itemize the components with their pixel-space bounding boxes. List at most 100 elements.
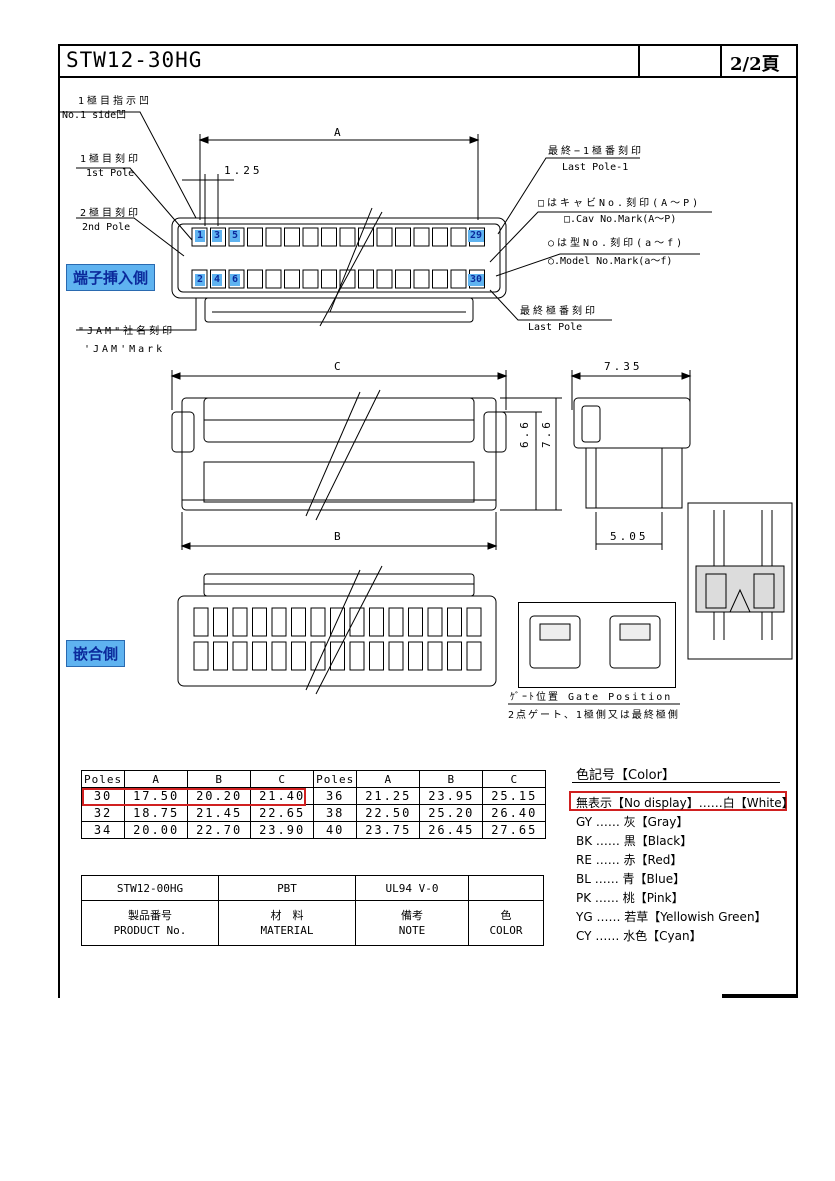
mating-cavity (408, 607, 423, 637)
pin-cavity (376, 269, 393, 289)
pin-number-top: 29 (468, 230, 485, 242)
mating-cavity (193, 641, 209, 671)
header-en: PRODUCT No. (113, 924, 187, 937)
note-cell: UL94 V-0 (355, 875, 469, 901)
pin-cavity (228, 227, 245, 247)
mating-cavity (447, 607, 462, 637)
mating-cavity (271, 607, 287, 637)
mating-side-badge: 嵌合側 (66, 640, 126, 667)
header-en: MATERIAL (260, 924, 314, 937)
color-legend-item: GY …… 灰【Gray】 (576, 815, 689, 829)
gate-position-label: ｹﾞｰﾄ位置 Gate Position (510, 692, 673, 703)
frame-corner-mark (722, 994, 798, 998)
last-pole-minus1-label-en: Last Pole-1 (562, 162, 629, 173)
color-legend-item: PK …… 桃【Pink】 (576, 891, 684, 905)
dim-5-05-label: 5.05 (610, 530, 649, 543)
table-cell: 23.95 (419, 787, 484, 805)
pin-cavity (228, 269, 245, 289)
page-number: 2/2頁 (730, 54, 780, 75)
dim-pitch-label: 1.25 (224, 164, 263, 177)
pin-cavity (284, 227, 300, 247)
header-jp: 色 (500, 909, 512, 922)
dim-b-label: B (334, 530, 341, 543)
second-pole-label-en: 2nd Pole (82, 222, 131, 233)
table-header-cell: Poles (80, 770, 126, 788)
color-legend-item: RE …… 赤【Red】 (576, 853, 683, 867)
mating-cavity (213, 607, 228, 637)
drawing-title: STW12-30HG (66, 48, 203, 72)
pin-number-bottom: 2 (195, 274, 206, 286)
table-cell: 40 (313, 821, 358, 839)
pin-cavity (247, 269, 263, 289)
table-cell: 20.20 (187, 787, 252, 805)
cav-no-label-jp: □はキャビNo.刻印(A〜P) (538, 198, 702, 209)
table-cell: 23.75 (356, 821, 421, 839)
table-header-cell: C (250, 770, 315, 788)
header-jp: 備考 (401, 909, 423, 922)
gate-position-box (518, 602, 676, 688)
table-header-cell: B (187, 770, 252, 788)
table-cell: 22.50 (356, 804, 421, 822)
table-cell: 21.25 (356, 787, 421, 805)
table-cell: 27.65 (482, 821, 547, 839)
table-row: 34 20.00 22.70 23.90 40 23.75 26.45 27.6… (80, 821, 547, 839)
dim-6-6-label: 6.6 (518, 419, 531, 448)
table-header-cell: A (356, 770, 421, 788)
header-jp: 製品番号 (128, 909, 172, 922)
mating-cavity (349, 641, 365, 671)
table-cell: 21.45 (187, 804, 252, 822)
pin-number-bottom: 4 (212, 274, 223, 286)
pin-cavity (210, 227, 226, 247)
table-header-row: Poles A B C Poles A B C (80, 770, 547, 788)
drawing-frame (58, 44, 798, 998)
pin-cavity (339, 227, 356, 247)
table-cell: 34 (80, 821, 126, 839)
gate-note-label: 2点ゲート、1極側又は最終極側 (508, 710, 680, 721)
mating-cavity (252, 641, 267, 671)
no1-side-label-en: No.1 side凹 (62, 110, 127, 121)
first-pole-label-en: 1st Pole (86, 168, 135, 179)
pin-cavity (413, 269, 430, 289)
mating-cavity (369, 641, 384, 671)
product-number-header: 製品番号 PRODUCT No. (81, 900, 219, 946)
dim-a-label: A (334, 126, 341, 139)
pin-cavity (321, 269, 337, 289)
pin-cavity (376, 227, 393, 247)
table-header-cell: C (482, 770, 547, 788)
dim-7-6-label: 7.6 (540, 419, 553, 448)
pin-cavity (358, 269, 374, 289)
product-number-cell: STW12-00HG (81, 875, 219, 901)
color-legend-title: 色記号【Color】 (576, 768, 675, 783)
pin-cavity (413, 227, 430, 247)
table-cell: 25.20 (419, 804, 484, 822)
mating-cavity (232, 607, 248, 637)
table-cell: 22.65 (250, 804, 315, 822)
dim-7-35-label: 7.35 (604, 360, 643, 373)
color-highlight-outline (569, 791, 787, 811)
pin-cavity (450, 269, 467, 289)
mating-cavity (193, 607, 209, 637)
mating-cavity (232, 641, 248, 671)
pin-cavity (210, 269, 226, 289)
mating-cavity (427, 641, 443, 671)
color-legend-underline (572, 782, 780, 783)
pin-number-top: 3 (212, 230, 223, 242)
pin-cavity (247, 227, 263, 247)
mating-cavity (408, 641, 423, 671)
mating-cavity (466, 641, 482, 671)
pin-number-bottom: 6 (230, 274, 241, 286)
table-cell: 21.40 (250, 787, 315, 805)
mating-cavity (330, 641, 345, 671)
table-row: STW12-00HG PBT UL94 V-0 (81, 875, 544, 901)
jam-mark-label-en: 'JAM'Mark (84, 344, 166, 355)
mating-cavity (213, 641, 228, 671)
mating-cavity (447, 641, 462, 671)
terminal-side-badge: 端子挿入側 (66, 264, 156, 291)
table-cell: 36 (313, 787, 358, 805)
table-cell: 32 (80, 804, 126, 822)
